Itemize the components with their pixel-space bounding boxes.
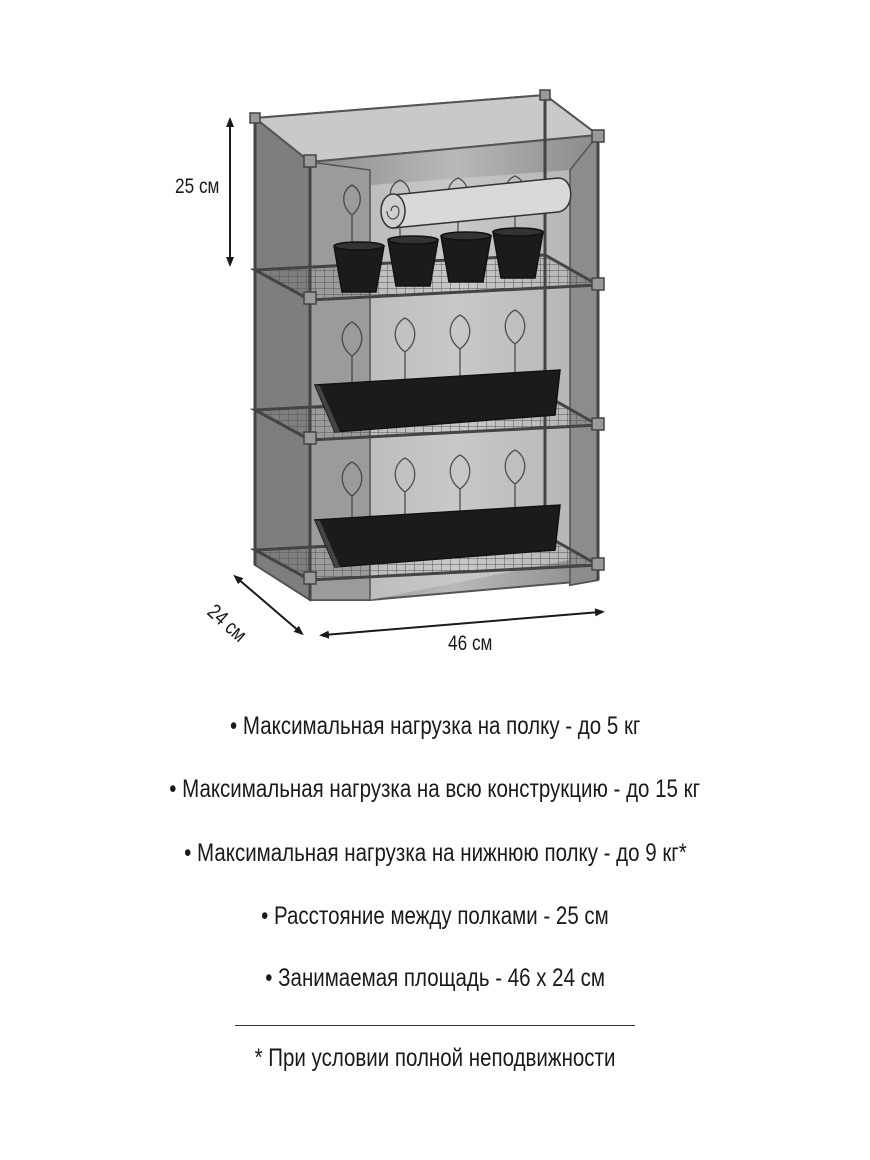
footnote: * При условии полной неподвижности bbox=[254, 1044, 616, 1072]
divider bbox=[235, 1025, 635, 1026]
dimension-width-label: 46 см bbox=[448, 632, 493, 655]
spec-item-total-load: • Максимальная нагрузка на всю конструкц… bbox=[169, 775, 701, 803]
spec-item-shelf-load: • Максимальная нагрузка на полку - до 5 … bbox=[229, 712, 641, 740]
film-roll-icon bbox=[380, 177, 572, 229]
leaf-icon bbox=[341, 175, 526, 522]
spec-item-footprint: • Занимаемая площадь - 46 х 24 см bbox=[265, 964, 605, 992]
spec-item-shelf-spacing: • Расстояние между полками - 25 см bbox=[261, 902, 609, 930]
dimension-height-label: 25 см bbox=[175, 175, 220, 198]
pot-icon bbox=[333, 227, 544, 293]
planter-box-icon bbox=[313, 369, 561, 568]
dimension-arrow-icon bbox=[226, 117, 605, 639]
spec-item-bottom-shelf-load: • Максимальная нагрузка на нижнюю полку … bbox=[183, 839, 687, 867]
shelf-rack-illustration bbox=[226, 89, 605, 639]
